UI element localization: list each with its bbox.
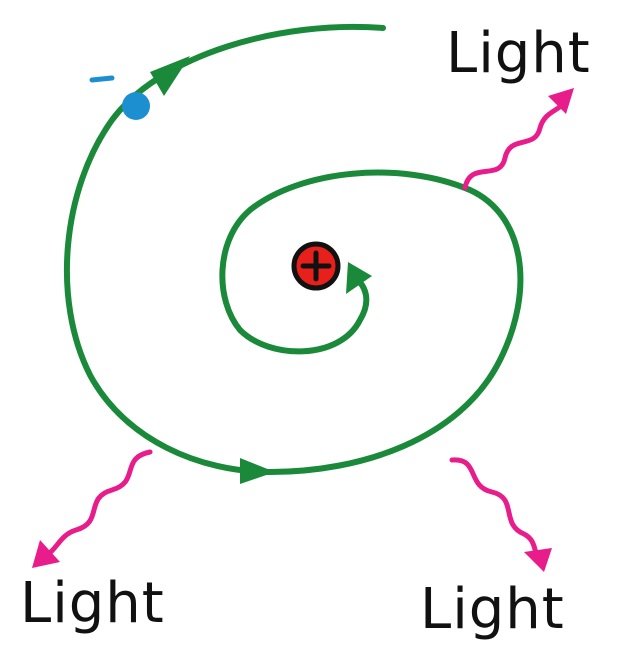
label-light-bottom-right: Light [420,577,565,642]
orbit-arrowhead-center [346,262,372,294]
light-wave-bottom-left [32,449,153,568]
light-wave-top-right [462,88,574,191]
electron-spiral-path [63,23,524,475]
orbit-arrowhead-top [150,56,190,96]
label-light-bottom-left: Light [20,571,165,636]
label-light-top-right: Light [446,21,591,86]
light-wave-bottom-right [449,457,552,572]
electron [89,75,150,120]
orbit-arrowhead-bottom [240,458,275,484]
electron-minus-sign [89,75,115,83]
nucleus [291,241,341,291]
